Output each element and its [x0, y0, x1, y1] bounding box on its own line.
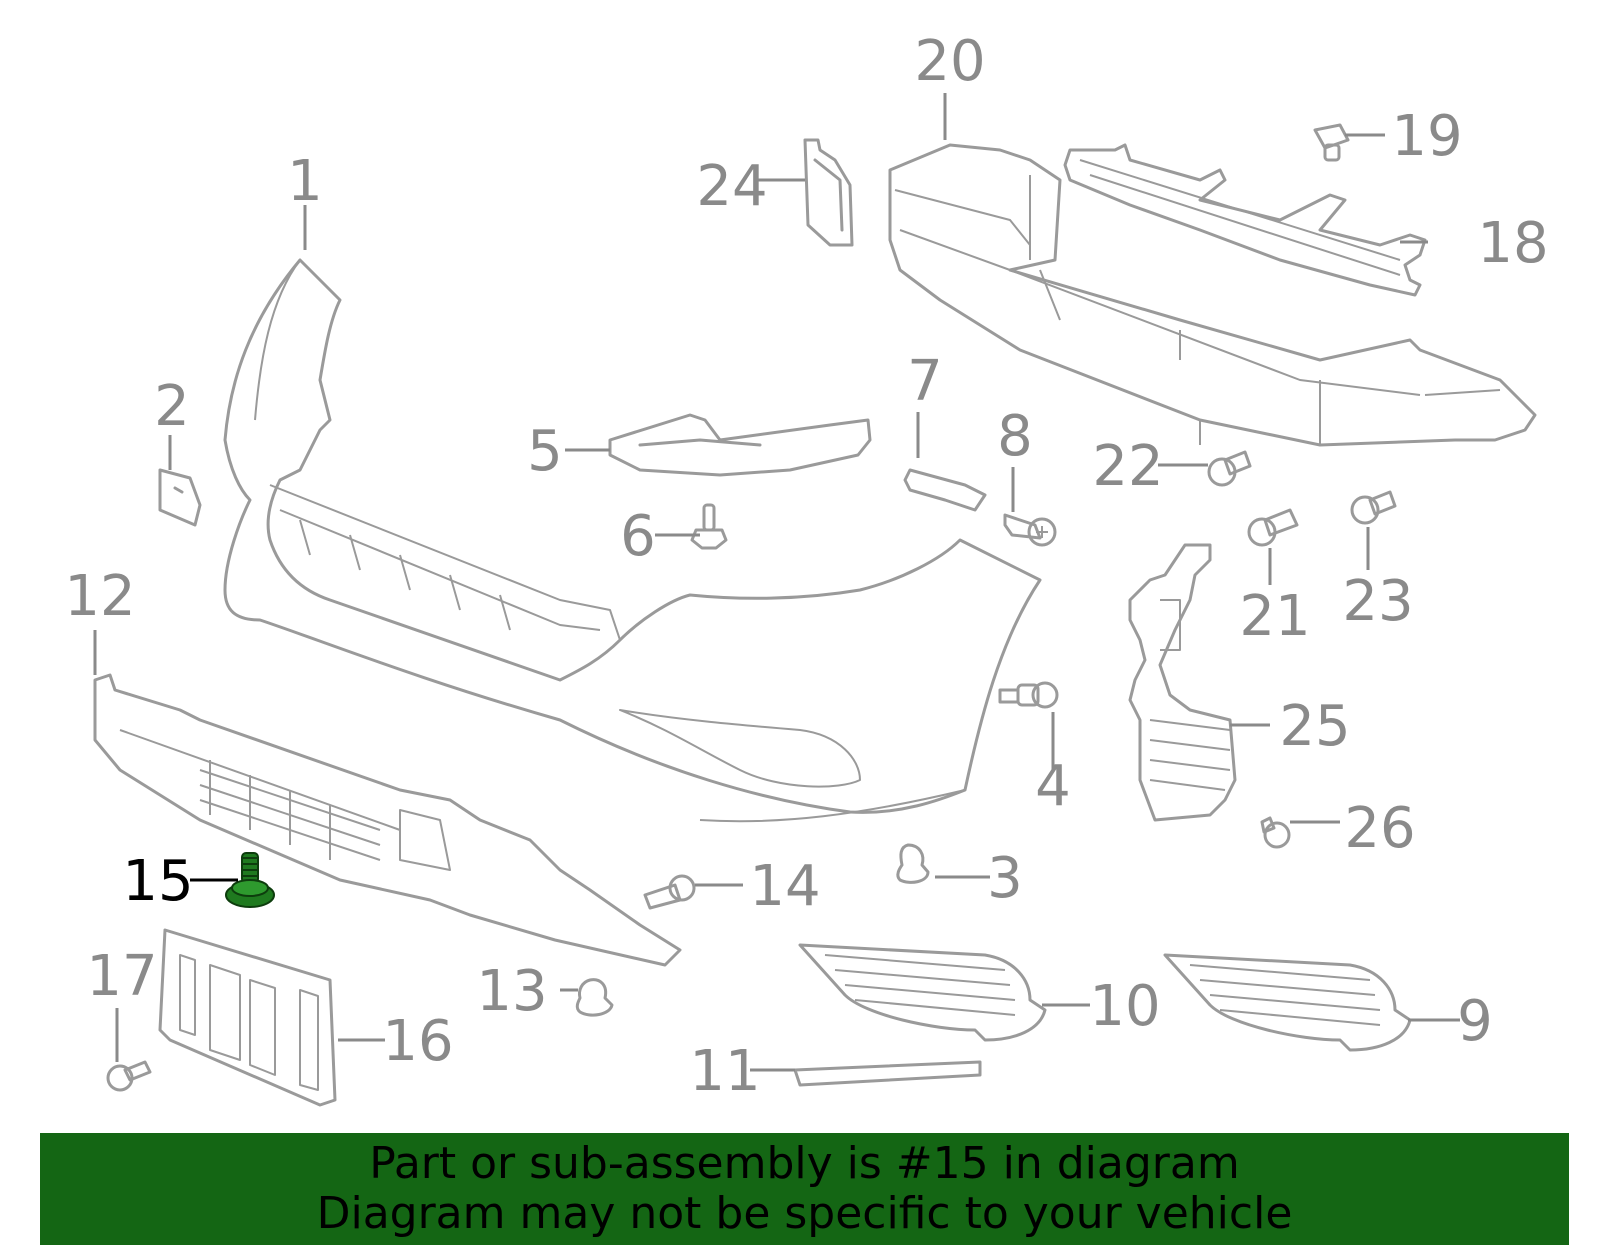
part-13-clip [575, 978, 614, 1017]
callout-23: 23 [1342, 569, 1413, 634]
callout-7: 7 [907, 349, 943, 414]
banner-line-1: Part or sub-assembly is #15 in diagram [369, 1138, 1240, 1189]
part-7-clip [903, 468, 987, 512]
part-21-bolt [1247, 508, 1299, 547]
part-6-bolt [690, 503, 728, 550]
callout-10: 10 [1089, 974, 1160, 1039]
callout-2: 2 [154, 374, 190, 439]
part-22-bolt [1207, 450, 1252, 487]
callout-labels: 1 2 3 4 5 6 7 8 9 10 11 12 13 14 15 16 1… [64, 29, 1548, 1104]
callout-20: 20 [914, 29, 985, 94]
callout-22: 22 [1092, 434, 1163, 499]
part-1-bumper-cover [223, 258, 1042, 823]
callout-8: 8 [997, 404, 1033, 469]
callout-11: 11 [689, 1039, 760, 1104]
callout-17: 17 [86, 944, 157, 1009]
info-banner: Part or sub-assembly is #15 in diagram D… [40, 1133, 1569, 1245]
part-9-fog-light-cover-left [1163, 953, 1412, 1052]
part-5-bracket [608, 413, 872, 477]
callout-4: 4 [1035, 754, 1071, 819]
banner-line-2: Diagram may not be specific to your vehi… [316, 1188, 1293, 1239]
part-11-molding [793, 1060, 982, 1087]
part-14-bolt [643, 874, 696, 910]
part-15-bolt-highlighted [225, 852, 275, 908]
callout-16: 16 [382, 1009, 453, 1074]
callout-15: 15 [122, 849, 193, 914]
part-3-clip [896, 843, 930, 884]
callout-25: 25 [1279, 694, 1350, 759]
callout-21: 21 [1239, 584, 1310, 649]
part-8-screw [1003, 513, 1057, 547]
callout-13: 13 [476, 959, 547, 1024]
callout-18: 18 [1477, 211, 1548, 276]
callout-26: 26 [1344, 796, 1415, 861]
part-2-bracket [158, 468, 202, 527]
part-16-license-plate-bracket [158, 928, 337, 1107]
part-20-reinforcement-beam [888, 143, 1537, 447]
part-19-bolt [1313, 123, 1350, 162]
part-18-absorber [1063, 143, 1427, 297]
callout-5: 5 [527, 419, 563, 484]
part-23-bolt [1350, 490, 1397, 525]
callout-3: 3 [987, 846, 1023, 911]
part-17-screw [106, 1060, 152, 1092]
part-4-bolt [998, 681, 1059, 709]
callout-24: 24 [696, 154, 767, 219]
part-26-clip [1260, 816, 1291, 849]
callout-12: 12 [64, 564, 135, 629]
callout-9: 9 [1457, 989, 1493, 1054]
leader-lines [93, 93, 1460, 1072]
callout-19: 19 [1391, 104, 1462, 169]
part-24-spacer [803, 138, 854, 247]
part-10-fog-light-cover-right [798, 943, 1047, 1042]
callout-6: 6 [620, 504, 656, 569]
callout-14: 14 [749, 854, 820, 919]
callout-1: 1 [287, 149, 323, 214]
part-25-side-bracket [1128, 543, 1237, 822]
part-12-lower-grille [93, 673, 682, 967]
